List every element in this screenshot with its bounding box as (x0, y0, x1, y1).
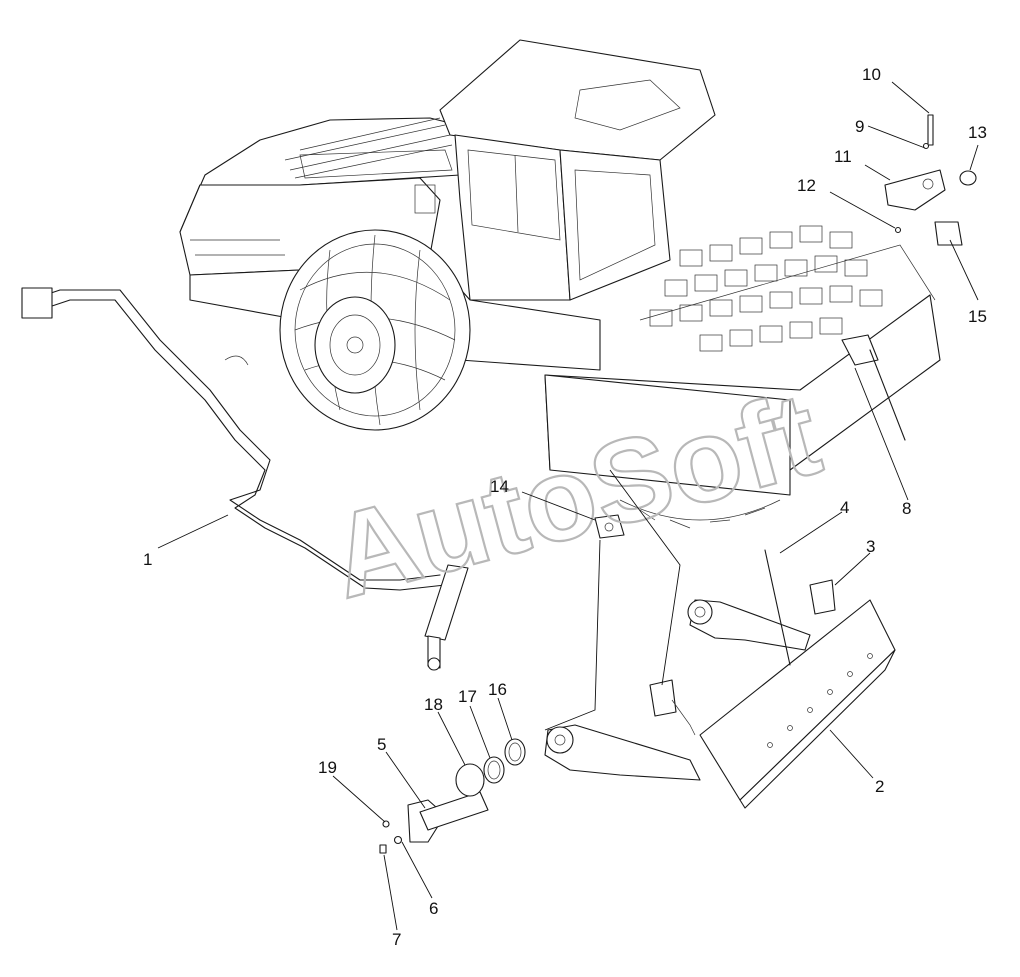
callout-1: 1 (143, 550, 152, 569)
callout-9: 9 (855, 117, 864, 136)
callout-12: 12 (797, 176, 816, 195)
blade-assembly (544, 549, 896, 809)
callout-10: 10 (862, 65, 881, 84)
callout-labels: 1 2 3 4 5 6 7 8 9 10 11 12 13 14 15 16 1… (143, 65, 987, 949)
callout-5: 5 (377, 735, 386, 754)
callout-11: 11 (834, 147, 852, 166)
callout-17: 17 (458, 687, 477, 706)
callout-4: 4 (840, 498, 849, 517)
hydraulic-hose-assembly (21, 287, 469, 671)
callout-2: 2 (875, 777, 884, 796)
callout-6: 6 (429, 899, 438, 918)
callout-3: 3 (866, 537, 875, 556)
leader-lines (157, 81, 979, 931)
callout-16: 16 (488, 680, 507, 699)
compactor-machine (179, 39, 941, 529)
pin-assembly (379, 514, 625, 854)
callout-15: 15 (968, 307, 987, 326)
callout-7: 7 (392, 930, 401, 949)
mount-hardware (841, 114, 977, 441)
callout-13: 13 (968, 123, 987, 142)
callout-19: 19 (318, 758, 337, 777)
callout-14: 14 (490, 477, 509, 496)
callout-18: 18 (424, 695, 443, 714)
callout-8: 8 (902, 499, 911, 518)
